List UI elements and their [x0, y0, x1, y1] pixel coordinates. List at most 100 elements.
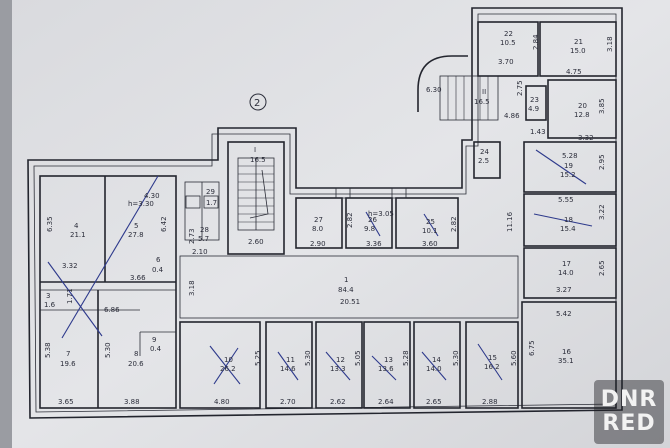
dimension: 2.65: [426, 398, 442, 406]
dimension: 2.75: [516, 80, 524, 96]
dimension: 3.85: [598, 98, 606, 114]
room-area: 12.8: [574, 111, 590, 119]
room-area: 15.0: [570, 47, 586, 55]
dimension: 2.88: [482, 398, 498, 406]
room-area: 14.0: [426, 365, 442, 373]
room-area: 9.8: [364, 225, 375, 233]
dimension: 5.25: [254, 350, 262, 366]
sheet-mark-circle: [249, 93, 267, 111]
room-num: 21: [574, 38, 583, 46]
dimension: 3.70: [498, 58, 514, 66]
room-area: 19.6: [60, 360, 76, 368]
room-area: 20.6: [128, 360, 144, 368]
dimension: 2.90: [310, 240, 326, 248]
room-num: 27: [314, 216, 323, 224]
cross-marks: [47, 149, 593, 385]
room-num: 20: [578, 102, 587, 110]
room-num: 29: [206, 188, 215, 196]
dimension: 2.84: [532, 34, 540, 50]
dimension: 2.64: [378, 398, 394, 406]
top-middle-rooms: [295, 187, 459, 249]
dimension: 3.32: [62, 262, 78, 270]
room-area: 1.7: [206, 199, 217, 207]
dimension: 2.60: [248, 238, 264, 246]
room-num: 3: [46, 292, 50, 300]
room-num: 22: [504, 30, 513, 38]
room-area: 0.4: [152, 266, 164, 274]
dimension: 2.10: [192, 248, 208, 256]
dimension: 3.22: [598, 204, 606, 220]
room-area: 5.7: [198, 235, 209, 243]
room-num: 11: [286, 356, 295, 364]
room-area: 13.3: [330, 365, 346, 373]
bottom-rooms: [179, 301, 617, 409]
dimension: 6.86: [104, 306, 120, 314]
dimension: 3.36: [366, 240, 382, 248]
room-num: 26: [368, 216, 377, 224]
room-num: 12: [336, 356, 345, 364]
room-area: 13.6: [378, 365, 394, 373]
dimension: 2.62: [330, 398, 346, 406]
room-num: I: [254, 146, 256, 154]
watermark-line-2: RED: [602, 411, 656, 436]
room-num: 10: [224, 356, 233, 364]
dimension: 3.27: [556, 286, 572, 294]
room-area: 16.5: [474, 98, 490, 106]
dimension: 2.95: [598, 154, 606, 170]
dimension: 5.30: [452, 350, 460, 366]
room-area: 10.1: [422, 227, 438, 235]
room-num: 19: [564, 162, 573, 170]
sheet-mark: 2: [254, 98, 260, 109]
dimension: 5.55: [558, 196, 574, 204]
dimension: 3.88: [124, 398, 140, 406]
dimension: 6.75: [528, 340, 536, 356]
dimension: 1.71: [66, 288, 74, 304]
room-num: 5: [134, 222, 138, 230]
dimension: 5.38: [44, 342, 52, 358]
room-num: 28: [200, 226, 209, 234]
dimension: 5.05: [354, 350, 362, 366]
paper-edge-left: [0, 0, 12, 448]
stairwell-1: [227, 141, 285, 255]
dimension: h=3.05: [368, 210, 394, 218]
room-num: 25: [426, 218, 435, 226]
room-num: II: [482, 88, 486, 96]
room-area: 16.2: [484, 363, 500, 371]
dimension: 6.30: [426, 86, 442, 94]
room-num: 8: [134, 350, 138, 358]
room-area: 15.4: [560, 225, 576, 233]
room-num: 16: [562, 348, 571, 356]
dimension: 1.43: [530, 128, 546, 136]
room-num: 13: [384, 356, 393, 364]
room-num: 24: [480, 148, 489, 156]
corridor-1: [179, 255, 519, 319]
dimension: 2.82: [346, 212, 354, 228]
room-area: 16.5: [250, 156, 266, 164]
dimension: 3.32: [578, 134, 594, 142]
dimension: 5.30: [304, 350, 312, 366]
dimension: 3.66: [130, 274, 146, 282]
room-num: 6: [156, 256, 161, 264]
room-area: 14.0: [558, 269, 574, 277]
dimension: 20.51: [340, 298, 360, 306]
dimension: 4.86: [504, 112, 520, 120]
dimension: 4.75: [566, 68, 582, 76]
room-area: 8.0: [312, 225, 323, 233]
room-area: 84.4: [338, 286, 354, 294]
room-area: 0.4: [150, 345, 162, 353]
watermark-line-1: DNR: [600, 387, 658, 412]
room-num: 9: [152, 336, 156, 344]
dimension: 3.65: [58, 398, 74, 406]
dimension: 4.30: [144, 192, 160, 200]
room-area: 2.5: [478, 157, 489, 165]
right-rooms: [439, 21, 617, 299]
room-area: 35.1: [558, 357, 574, 365]
room-area: 27.8: [128, 231, 144, 239]
room-area: 21.1: [70, 231, 86, 239]
dimension: 6.35: [46, 216, 54, 232]
room-area: 10.5: [500, 39, 516, 47]
dimension: 2.70: [280, 398, 296, 406]
room-num: 4: [74, 222, 79, 230]
dimension: 5.28: [402, 350, 410, 366]
